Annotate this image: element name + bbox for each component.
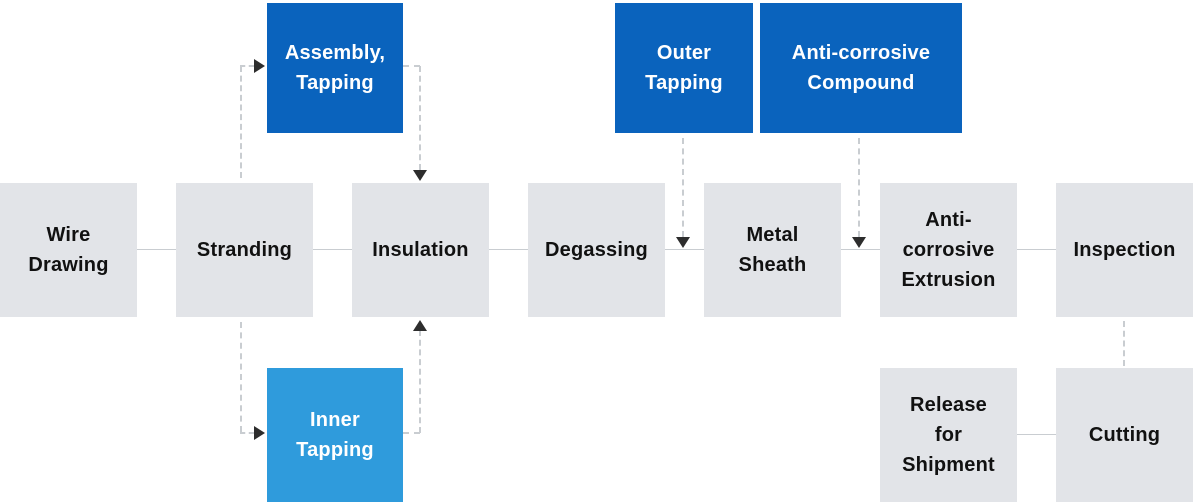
dashed-line-stranding-to-assembly-tapping-horizontal [240,65,254,67]
connector-insulation-degassing [489,249,528,250]
dashed-line-stranding-to-inner-tapping-horizontal [240,432,254,434]
dashed-line-inner-tapping-to-insulation-horizontal [403,432,420,434]
box-metal-sheath: Metal Sheath [704,183,841,317]
box-cutting: Cutting [1056,368,1193,502]
connector-stranding-insulation [313,249,352,250]
connector-release-for-shipment-cutting [1017,434,1056,435]
box-assembly-tapping-label: Assembly, Tapping [284,42,386,94]
box-anti-corrosive-extrusion: Anti-corrosive Extrusion [880,183,1017,317]
box-stranding: Stranding [176,183,313,317]
arrow-down-icon [852,237,866,248]
box-assembly-tapping: Assembly, Tapping [267,3,403,133]
box-anti-corrosive-compound-label: Anti-corrosive Compound [791,42,931,94]
box-wire-drawing-label: Wire Drawing [28,224,109,276]
arrow-down-icon [676,237,690,248]
arrow-right-icon [254,426,265,440]
box-insulation: Insulation [352,183,489,317]
box-anti-corrosive-compound: Anti-corrosive Compound [760,3,962,133]
box-outer-tapping-label: Outer Tapping [645,42,723,94]
connector-metal-sheath-anti-corrosive-extrusion [841,249,880,250]
dashed-line-assembly-tapping-to-insulation-horizontal [403,65,420,67]
dashed-line-assembly-tapping-to-insulation-vertical [419,66,421,170]
box-cutting-label: Cutting [1088,424,1161,446]
box-release-for-shipment: Release for Shipment [880,368,1017,502]
dashed-line-anti-corrosive-compound-drop [858,138,860,237]
box-anti-corrosive-extrusion-label: Anti-corrosive Extrusion [901,209,996,291]
box-degassing-label: Degassing [545,239,648,261]
dashed-line-inspection-to-cutting [1123,321,1125,366]
arrow-down-icon [413,170,427,181]
box-stranding-label: Stranding [196,239,293,261]
dashed-line-outer-tapping-drop [682,138,684,237]
box-inner-tapping: Inner Tapping [267,368,403,502]
box-inner-tapping-label: Inner Tapping [296,409,374,461]
box-release-for-shipment-label: Release for Shipment [902,394,995,476]
connector-anti-corrosive-extrusion-inspection [1017,249,1056,250]
box-degassing: Degassing [528,183,665,317]
connector-wire-drawing-stranding [137,249,176,250]
box-inspection: Inspection [1056,183,1193,317]
box-outer-tapping: Outer Tapping [615,3,753,133]
dashed-line-stranding-to-assembly-tapping-vertical [240,66,242,178]
arrow-right-icon [254,59,265,73]
box-insulation-label: Insulation [372,239,469,261]
dashed-line-inner-tapping-to-insulation-vertical [419,330,421,433]
box-metal-sheath-label: Metal Sheath [738,224,807,276]
box-wire-drawing: Wire Drawing [0,183,137,317]
connector-degassing-metal-sheath [665,249,704,250]
arrow-up-icon [413,320,427,331]
dashed-line-stranding-to-inner-tapping-vertical [240,322,242,432]
box-inspection-label: Inspection [1073,239,1176,261]
